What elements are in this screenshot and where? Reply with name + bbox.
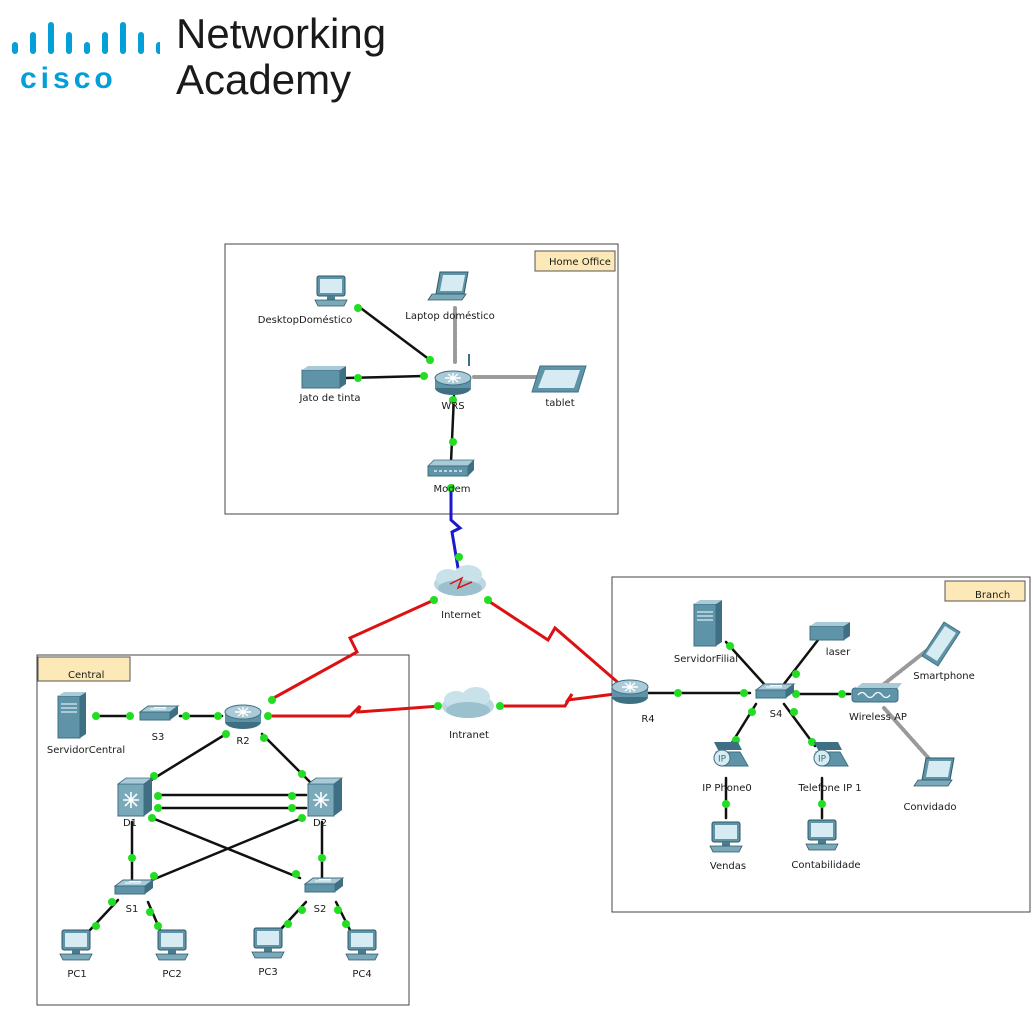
internet-cloud-icon[interactable] xyxy=(434,565,486,596)
label-wireless-ap: Wireless AP xyxy=(849,712,907,723)
pc4-icon[interactable] xyxy=(346,930,378,960)
label-smartphone: Smartphone xyxy=(913,671,975,682)
s3-switch-icon[interactable] xyxy=(140,706,178,720)
serial-r2-intranet xyxy=(268,706,440,716)
label-r2: R2 xyxy=(236,736,249,747)
label-ip-phone0: IP Phone0 xyxy=(702,783,752,794)
serial-intranet-r4 xyxy=(500,694,615,706)
label-intranet: Intranet xyxy=(449,730,489,741)
servidor-filial-icon[interactable] xyxy=(694,600,722,646)
vendas-pc-icon[interactable] xyxy=(710,822,742,852)
label-desktop-domestico: DesktopDoméstico xyxy=(258,314,352,326)
intranet-cloud-icon[interactable] xyxy=(442,687,494,718)
link-laser-s4 xyxy=(784,640,818,684)
pc2-icon[interactable] xyxy=(156,930,188,960)
central-label: Central xyxy=(68,670,104,681)
label-pc1: PC1 xyxy=(67,969,86,980)
label-wrs: WRS xyxy=(441,401,464,412)
smartphone-icon[interactable] xyxy=(922,622,960,666)
wireless-ap-icon[interactable] xyxy=(852,683,902,702)
label-d2: D2 xyxy=(313,818,327,829)
label-modem: Modem xyxy=(434,484,471,495)
r2-router-icon[interactable] xyxy=(225,705,261,729)
label-tablet: tablet xyxy=(545,398,574,409)
label-servidor-filial: ServidorFilial xyxy=(674,654,738,665)
pc1-icon[interactable] xyxy=(60,930,92,960)
label-jato-de-tinta: Jato de tinta xyxy=(298,393,360,404)
serial-internet-r4 xyxy=(487,600,622,686)
label-convidado: Convidado xyxy=(903,802,956,813)
label-vendas: Vendas xyxy=(710,861,746,872)
label-contabilidade: Contabilidade xyxy=(791,860,860,871)
label-laser: laser xyxy=(826,647,851,658)
label-pc3: PC3 xyxy=(258,967,277,978)
label-s1: S1 xyxy=(126,904,139,915)
d1-multilayer-switch-icon[interactable] xyxy=(118,778,152,816)
label-laptop-domestico: Laptop doméstico xyxy=(405,310,495,322)
modem-icon[interactable] xyxy=(428,460,474,476)
tablet-icon[interactable] xyxy=(532,366,586,392)
label-pc4: PC4 xyxy=(352,969,371,980)
label-r4: R4 xyxy=(641,714,654,725)
ip-phone0-icon[interactable] xyxy=(714,742,748,766)
d2-multilayer-switch-icon[interactable] xyxy=(308,778,342,816)
branch-label: Branch xyxy=(975,590,1010,601)
laptop-domestico-icon[interactable] xyxy=(428,272,468,300)
servidor-central-icon[interactable] xyxy=(58,692,86,738)
desktop-domestico-icon[interactable] xyxy=(315,276,347,306)
label-s2: S2 xyxy=(314,904,327,915)
convidado-laptop-icon[interactable] xyxy=(914,758,954,786)
laser-printer-icon[interactable] xyxy=(810,622,850,640)
printer-icon[interactable] xyxy=(302,366,346,388)
pc3-icon[interactable] xyxy=(252,928,284,958)
label-telefone-ip1: Telefone IP 1 xyxy=(797,783,861,794)
s4-switch-icon[interactable] xyxy=(756,684,794,698)
central-area xyxy=(37,655,409,1005)
wrs-router-icon[interactable] xyxy=(435,371,471,395)
label-servidor-central: ServidorCentral xyxy=(47,745,125,756)
telefone-ip1-icon[interactable] xyxy=(814,742,848,766)
home-office-label: Home Office xyxy=(549,257,611,268)
s2-switch-icon[interactable] xyxy=(305,878,343,892)
s1-switch-icon[interactable] xyxy=(115,880,153,894)
contabilidade-pc-icon[interactable] xyxy=(806,820,838,850)
label-d1: D1 xyxy=(123,818,137,829)
r4-router-icon[interactable] xyxy=(612,680,648,704)
label-s3: S3 xyxy=(152,732,165,743)
label-pc2: PC2 xyxy=(162,969,181,980)
label-internet: Internet xyxy=(441,610,481,621)
label-s4: S4 xyxy=(770,709,783,720)
